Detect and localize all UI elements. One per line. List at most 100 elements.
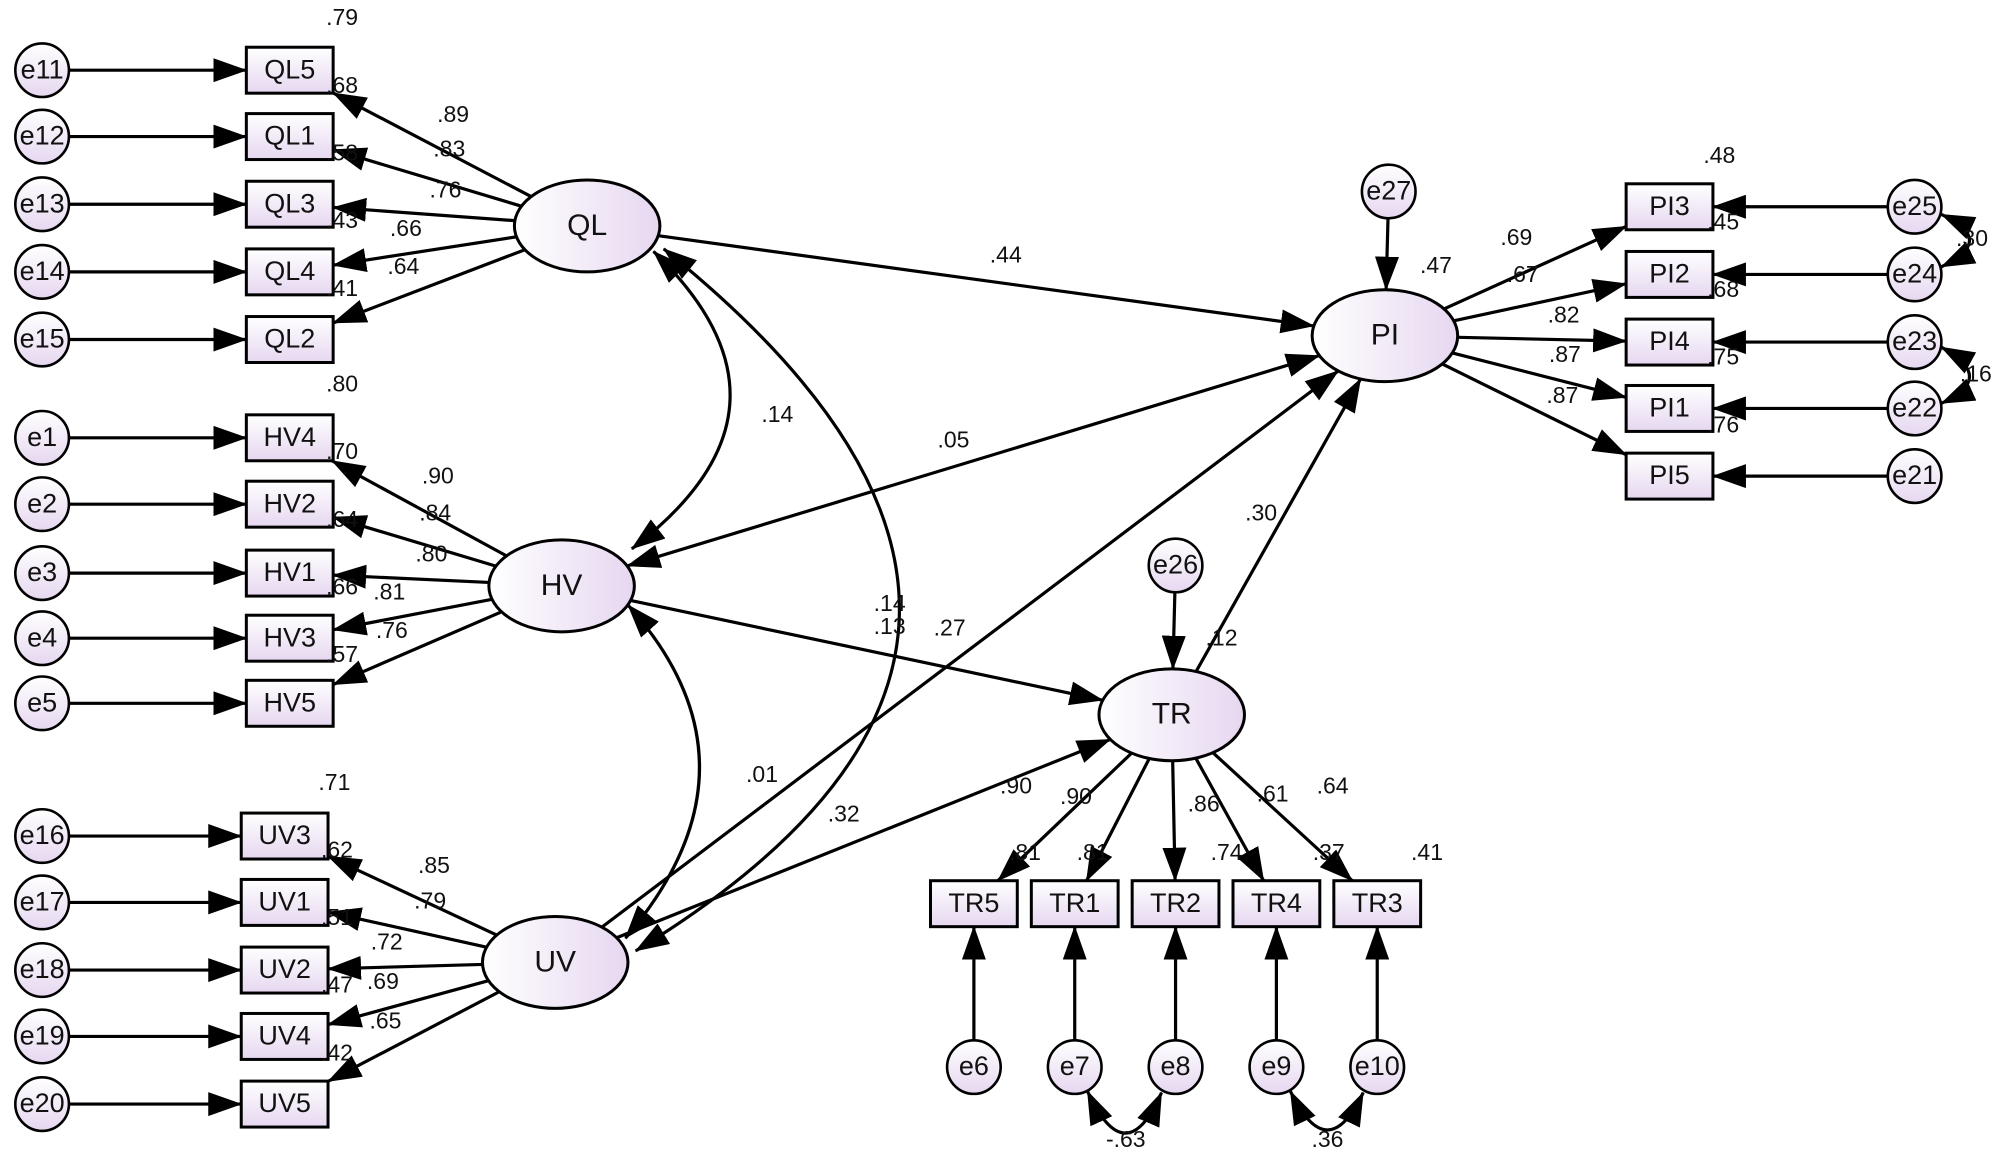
r2-label-pi1: .75 [1707,344,1739,370]
error-e9[interactable] [1248,1038,1305,1096]
loading-label-hv1: .80 [415,540,447,566]
loading-arrow-ql3 [332,197,515,223]
error-e17[interactable] [14,874,71,931]
error-e26[interactable] [1147,537,1204,594]
loading-label-hv2: .84 [419,499,451,525]
observed-box-ql3[interactable] [244,179,335,229]
observed-box-pi2[interactable] [1624,249,1715,299]
observed-box-tr5[interactable] [928,879,1019,929]
error-label-e15: e15 [20,324,65,354]
loading-label-pi4: .82 [1548,302,1580,328]
error-e10[interactable] [1349,1038,1406,1096]
latent-pi[interactable] [1310,288,1460,384]
observed-box-hv3[interactable] [244,613,335,663]
error-e15[interactable] [14,311,71,368]
observed-box-tr2[interactable] [1130,879,1221,929]
error-e11[interactable] [14,42,71,99]
observed-label-pi4: PI4 [1649,326,1690,356]
observed-box-tr4[interactable] [1231,879,1322,929]
observed-box-pi3[interactable] [1624,182,1715,232]
loading-label-pi3: .69 [1500,224,1532,250]
error-e12[interactable] [14,108,71,165]
loading-label-uv2: .72 [371,928,403,954]
observed-label-hv4: HV4 [263,422,316,452]
loading-label-hv5: .76 [376,617,408,643]
observed-box-hv4[interactable] [244,413,335,463]
loading-arrow-pi4 [1457,328,1628,353]
error-e13[interactable] [14,176,71,233]
observed-box-ql2[interactable] [244,315,335,364]
error-e7[interactable] [1046,1038,1103,1096]
covariance-label-e25-e24: .30 [1956,225,1988,251]
latent-label-pi: PI [1371,319,1399,352]
observed-box-ql5[interactable] [244,45,335,95]
error-e4[interactable] [14,610,71,667]
r2-label-hv1: .64 [326,506,358,532]
error-e23[interactable] [1886,313,1943,371]
observed-box-pi1[interactable] [1624,383,1715,433]
error-label-e7: e7 [1060,1051,1090,1081]
latent-tr[interactable] [1097,667,1246,763]
observed-box-uv1[interactable] [239,877,330,927]
observed-label-uv3: UV3 [258,820,311,850]
error-e25[interactable] [1886,178,1943,235]
covariance-label-hv-uv: .01 [746,761,778,787]
path-arrow-uv-tr [616,737,1112,940]
observed-box-tr3[interactable] [1332,879,1423,929]
covariance-label-e7-e8: -.63 [1106,1126,1146,1152]
observed-box-hv1[interactable] [244,548,335,598]
error-e21[interactable] [1886,447,1943,505]
loading-arrow-pi3 [1443,224,1628,311]
path-arrow-tr-pi [1194,378,1362,673]
latent-ql[interactable] [512,178,662,274]
observed-box-ql1[interactable] [244,112,335,162]
observed-box-pi5[interactable] [1624,451,1715,501]
error-e19[interactable] [14,1008,71,1065]
loading-label-uv1: .79 [414,887,446,913]
error-e14[interactable] [14,243,71,300]
latent-label-ql: QL [567,209,607,242]
loading-arrow-pi1 [1451,351,1628,401]
loading-arrow-tr1 [1085,757,1151,882]
path-label-hv-tr: .27 [934,614,966,640]
covariance-e7-e8 [1086,1090,1163,1135]
loading-arrow-hv1 [332,564,490,589]
loading-label-uv4: .69 [367,968,399,994]
observed-box-hv5[interactable] [244,678,335,728]
observed-box-uv3[interactable] [239,811,330,861]
error-e1[interactable] [14,409,71,466]
error-e8[interactable] [1147,1038,1204,1096]
r2-label-pi2: .45 [1707,208,1739,234]
observed-box-hv2[interactable] [244,479,335,529]
observed-box-uv2[interactable] [239,945,330,995]
loading-label-uv5: .65 [369,1007,401,1033]
error-e2[interactable] [14,476,71,533]
error-label-e3: e3 [27,557,57,587]
error-e20[interactable] [14,1075,71,1133]
observed-box-uv5[interactable] [239,1079,330,1129]
loading-arrow-tr5 [996,751,1133,882]
error-e3[interactable] [14,544,71,602]
path-arrow-hv-pi [626,353,1321,568]
covariance-label-ql-hv: .14 [761,401,793,427]
observed-label-hv1: HV1 [263,557,316,587]
observed-box-ql4[interactable] [244,247,335,297]
error-e5[interactable] [14,675,71,732]
loading-arrow-ql5 [332,91,532,199]
error-e6[interactable] [945,1038,1002,1096]
observed-box-pi4[interactable] [1624,317,1715,367]
error-e18[interactable] [14,941,71,999]
observed-box-uv4[interactable] [239,1011,330,1061]
error-e16[interactable] [14,807,71,865]
r2-label-tr3: .41 [1411,839,1443,865]
observed-box-tr1[interactable] [1029,879,1120,929]
error-e27[interactable] [1360,163,1417,220]
error-e24[interactable] [1886,246,1943,303]
latent-uv[interactable] [480,914,630,1010]
error-e22[interactable] [1886,380,1943,437]
loading-arrow-hv5 [332,610,503,687]
r2-label-ql4: .43 [326,207,358,233]
r2-label-uv4: .47 [321,972,353,998]
latent-hv[interactable] [487,538,636,634]
path-label-uv-tr: .32 [828,801,860,827]
